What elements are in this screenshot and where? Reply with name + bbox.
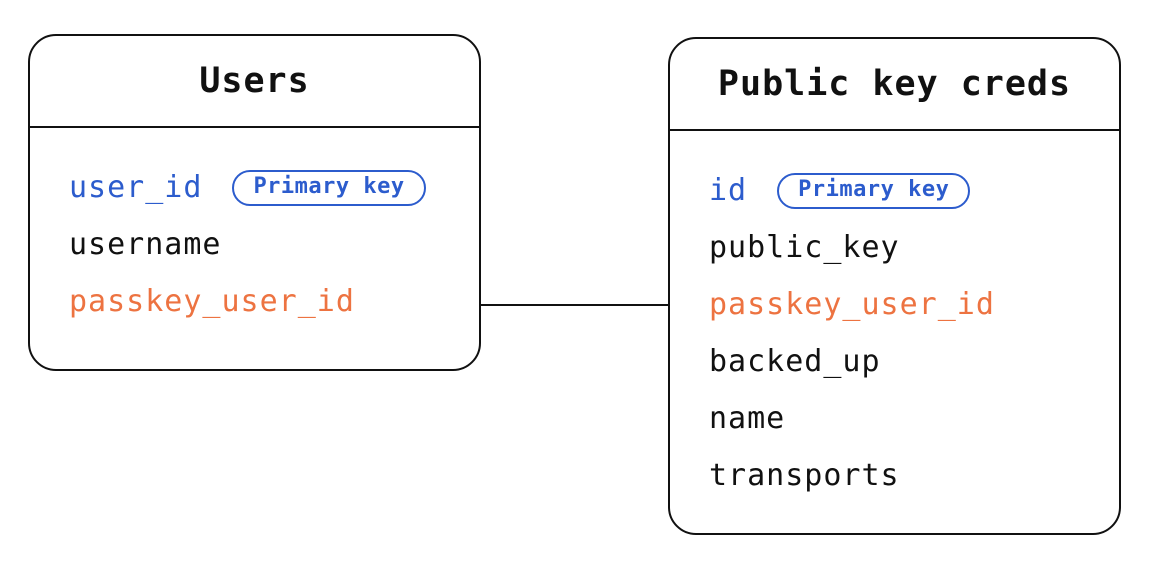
table-users: Users user_id Primary key username passk… [28, 34, 481, 371]
field-row-backed-up: backed_up [709, 333, 1119, 390]
relationship-line [480, 304, 669, 306]
field-row-id: id Primary key [709, 162, 1119, 219]
field-row-passkey-user-id: passkey_user_id [69, 273, 479, 330]
table-public-key-creds-title: Public key creds [717, 64, 1072, 104]
table-public-key-creds: Public key creds id Primary key public_k… [668, 37, 1121, 535]
primary-key-badge: Primary key [232, 169, 426, 206]
field-name: id [709, 173, 748, 208]
field-name: passkey_user_id [709, 287, 995, 322]
field-name: backed_up [709, 344, 881, 379]
table-public-key-creds-header: Public key creds [670, 39, 1119, 131]
table-public-key-creds-fields: id Primary key public_key passkey_user_i… [670, 131, 1119, 504]
field-name: passkey_user_id [69, 284, 355, 319]
table-users-header: Users [30, 36, 479, 128]
field-name: username [69, 227, 222, 262]
table-users-title: Users [199, 61, 310, 101]
field-name: name [709, 401, 786, 436]
field-row-public-key: public_key [709, 219, 1119, 276]
field-row-transports: transports [709, 447, 1119, 504]
field-row-passkey-user-id: passkey_user_id [709, 276, 1119, 333]
field-row-username: username [69, 216, 479, 273]
field-name: transports [709, 458, 900, 493]
field-row-user-id: user_id Primary key [69, 159, 479, 216]
primary-key-badge: Primary key [777, 172, 971, 209]
field-name: user_id [69, 170, 203, 205]
table-users-fields: user_id Primary key username passkey_use… [30, 128, 479, 330]
field-name: public_key [709, 230, 900, 265]
field-row-name: name [709, 390, 1119, 447]
